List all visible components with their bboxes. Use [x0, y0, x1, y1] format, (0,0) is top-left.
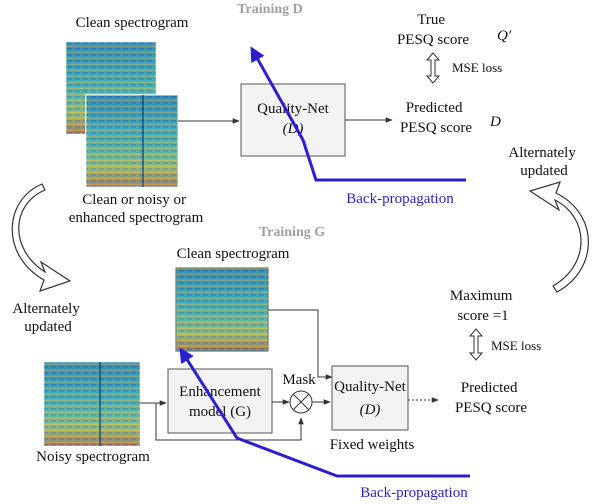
bottom-mse-loss-label: MSE loss — [491, 338, 541, 353]
top-mse-loss-label: MSE loss — [452, 60, 502, 75]
top-predicted-score-label: Predicted PESQ score — [400, 100, 472, 136]
bottom-clean-spectrogram-image — [175, 267, 269, 352]
top-mse-double-arrow-icon — [425, 52, 441, 84]
top-backprop-label: Back-propagation — [346, 191, 454, 207]
enhancement-model-name: Enhancement — [179, 384, 261, 400]
top-input-spectrogram-label: Clean or noisy or enhanced spectrogram — [69, 192, 204, 226]
noisy-spectrogram-image — [43, 361, 141, 447]
top-predicted-score-symbol: D — [489, 114, 501, 130]
noisy-bypass-line — [155, 403, 304, 441]
bottom-clean-to-quality-net-line — [268, 309, 333, 380]
top-true-score-label: True PESQ score — [397, 12, 469, 48]
top-section-title: Training D — [237, 2, 302, 17]
bottom-quality-net-symbol: (D) — [360, 402, 381, 418]
bottom-quality-net-name: Quality-Net — [334, 379, 406, 395]
bottom-section-title: Training G — [259, 225, 325, 240]
bottom-clean-spectrogram-label: Clean spectrogram — [177, 246, 290, 262]
bottom-quality-net-box: Quality-Net (D) — [331, 365, 409, 431]
mask-label: Mask — [282, 372, 316, 388]
fixed-weights-label: Fixed weights — [330, 437, 415, 453]
top-quality-net-name: Quality-Net — [257, 101, 329, 117]
mask-multiply-icon — [289, 390, 313, 414]
right-curved-arrow-icon — [528, 181, 589, 293]
bottom-backprop-arrow — [179, 347, 470, 478]
bottom-mse-double-arrow-icon — [468, 328, 484, 361]
bottom-predicted-score-label: Predicted PESQ score — [455, 380, 527, 416]
noisy-spectrogram-label: Noisy spectrogram — [36, 449, 150, 465]
left-curved-arrow-icon — [11, 183, 72, 292]
top-input-spectrogram-image — [85, 94, 179, 188]
top-backprop-arrow — [250, 46, 466, 182]
max-score-label: Maximum score =1 — [450, 288, 516, 324]
top-true-score-symbol: Q′ — [497, 28, 512, 44]
top-clean-spectrogram-label: Clean spectrogram — [76, 15, 189, 31]
left-alternately-updated-label: Alternately updated — [12, 301, 83, 335]
bottom-backprop-label: Back-propagation — [360, 485, 468, 501]
right-alternately-updated-label: Alternately updated — [508, 145, 579, 179]
top-quality-net-box: Quality-Net (D) — [240, 83, 346, 157]
enhancement-model-box: Enhancement model (G) — [167, 368, 273, 434]
